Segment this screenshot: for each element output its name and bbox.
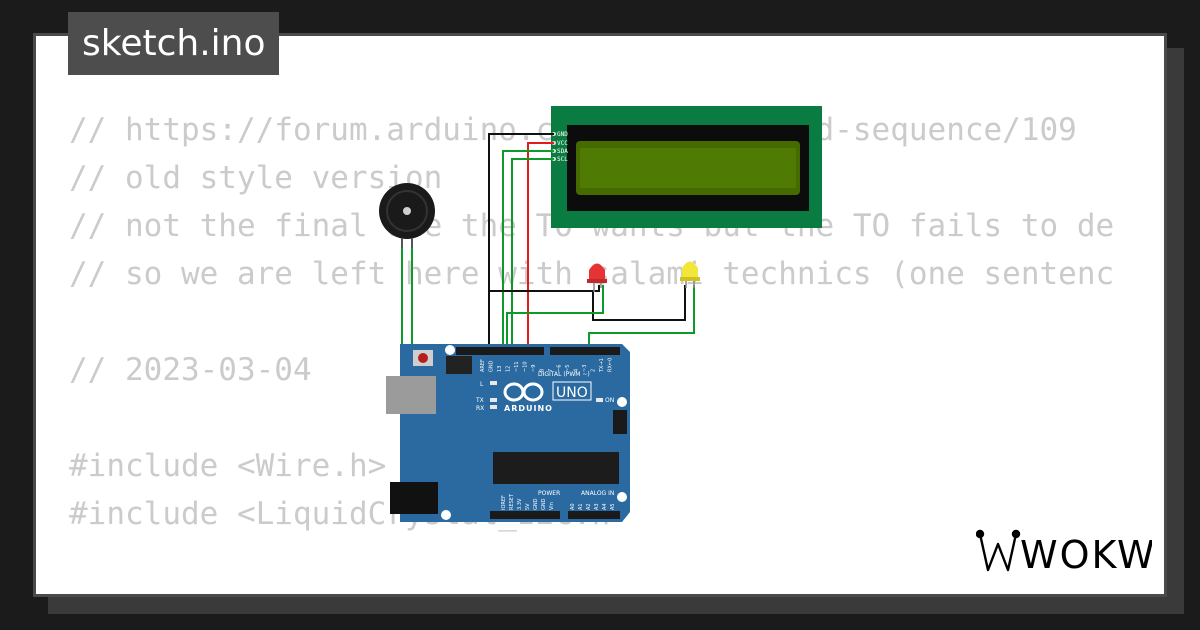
power-jack [390, 482, 438, 514]
wokwi-logo[interactable]: WOKWi [976, 526, 1152, 578]
power-header [490, 511, 560, 519]
code-line: // so we are left here with salami techn… [69, 256, 1115, 292]
wire-led-gnd [489, 285, 600, 292]
digital-pin-label: AREF [480, 359, 486, 372]
atmega-chip [493, 452, 619, 484]
digital-header-right [550, 347, 620, 355]
lcd-pin-vcc: VCC [557, 140, 568, 147]
arduino-brand: ARDUINO [504, 404, 553, 413]
led-yellow[interactable] [680, 261, 700, 289]
led-red[interactable] [587, 263, 607, 293]
lcd-pin-scl: SCL [557, 156, 568, 163]
icsp-header-small [446, 356, 472, 374]
buzzer[interactable] [379, 183, 435, 248]
digital-pin-label: ~9 [531, 365, 537, 372]
code-line: LiquidCrystal_I2C lcd(0x27, 20, 4); [69, 586, 1135, 594]
wire-lcd-gnd [488, 133, 554, 352]
file-tab[interactable]: sketch.ino [68, 12, 280, 75]
arduino-uno[interactable]: ARDUINO UNO DIGITAL (PWM ~) POWER ANALOG… [386, 344, 630, 522]
arduino-model: UNO [556, 385, 588, 401]
analog-pin-label: A4 [602, 503, 608, 510]
rx-label: RX [476, 405, 484, 412]
analog-pin-label: A5 [610, 503, 616, 510]
power-pin-label: 3.3V [517, 498, 523, 510]
power-pin-label: Vin [549, 502, 555, 510]
digital-pin-label: 4 [574, 369, 580, 372]
digital-pin-label: ~6 [557, 365, 563, 372]
digital-header-label: DIGITAL (PWM ~) [538, 371, 590, 378]
lcd-pin-gnd: GND [557, 131, 568, 138]
analog-header [568, 511, 620, 519]
l-label: L [480, 381, 484, 388]
lcd-pin-sda: SDA [557, 148, 568, 155]
code-line: #include <Wire.h> [69, 448, 387, 484]
analog-pin-label: A0 [570, 503, 576, 510]
analog-pin-label: A1 [578, 503, 584, 510]
power-label: POWER [538, 490, 560, 497]
digital-pin-label: ~11 [514, 361, 520, 372]
arduino-logo-icon [503, 382, 544, 402]
analog-pin-label: A3 [594, 503, 600, 510]
digital-pin-label: ~5 [565, 365, 571, 372]
analog-label: ANALOG IN [581, 490, 614, 497]
file-tab-label: sketch.ino [82, 23, 266, 64]
power-pin-label: IOREF [501, 495, 507, 510]
analog-pin-label: A2 [586, 503, 592, 510]
digital-pin-label: 7 [548, 369, 554, 372]
wire-led-yellow-signal [588, 285, 695, 352]
tx-label: TX [475, 397, 484, 404]
code-line: // old style version [69, 160, 443, 196]
power-pin-label: 5V [525, 503, 531, 510]
lcd-display[interactable]: GND VCC SDA SCL [551, 106, 822, 228]
power-pin-label: GND [541, 498, 547, 510]
digital-pin-label: RX←0 [608, 358, 614, 372]
on-label: ON [605, 397, 614, 404]
digital-header-left [456, 347, 544, 355]
code-line: // 2023-03-04 [69, 352, 312, 388]
digital-pin-label: ~10 [523, 361, 529, 372]
digital-pin-label: 12 [506, 366, 512, 372]
power-pin-label: GND [533, 498, 539, 510]
usb-port [386, 376, 436, 414]
digital-pin-label: 2 [591, 369, 597, 372]
icsp-header [613, 410, 627, 434]
wire-led-red-signal [506, 285, 604, 352]
lcd-character-cells [580, 148, 796, 188]
digital-pin-label: ~3 [582, 365, 588, 372]
digital-pin-label: GND [489, 360, 495, 372]
wire-led-gnd-2 [592, 285, 686, 321]
digital-pin-label: 8 [540, 369, 546, 372]
power-pin-label: RESET [509, 493, 515, 510]
digital-pin-label: 13 [497, 366, 503, 372]
wokwi-logo-text: WOKWi [1020, 533, 1152, 577]
digital-pin-label: TX→1 [599, 358, 605, 373]
